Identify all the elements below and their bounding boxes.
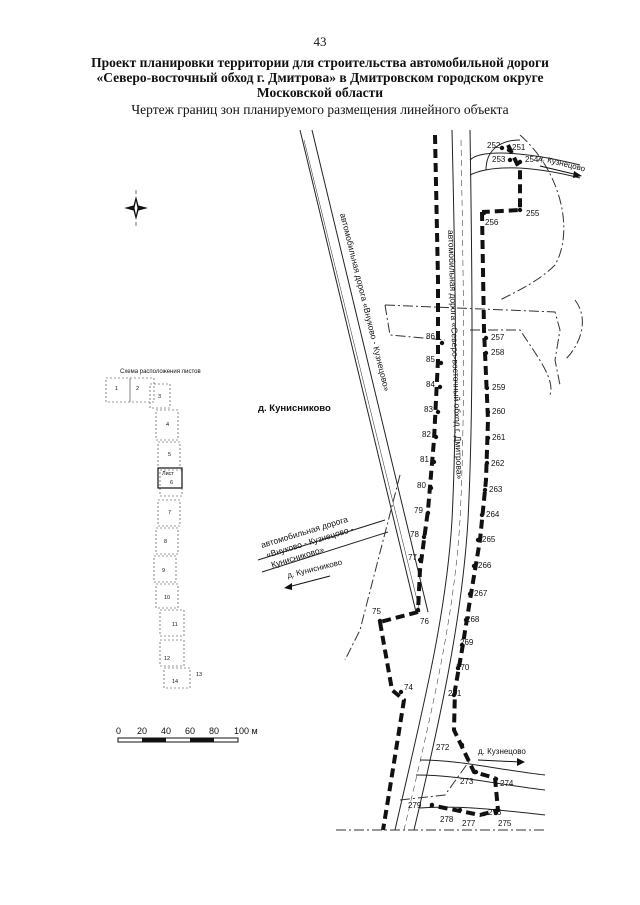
road-side-kunisnikovo xyxy=(257,519,389,573)
arrow-right-icon xyxy=(573,171,582,178)
point-label: 76 xyxy=(420,617,429,626)
point-label: 274 xyxy=(500,779,514,788)
sheet-number: 12 xyxy=(164,656,170,662)
point-labels-right: 252 251 253 254 256 255 257 258 259 260 … xyxy=(408,141,540,828)
point-label: 259 xyxy=(492,383,506,392)
compass-rose-icon xyxy=(124,190,148,226)
sheet-number: 3 xyxy=(158,394,161,400)
point-label: 75 xyxy=(372,607,381,616)
scale-bar: 0 20 40 60 80 100 м xyxy=(116,726,258,743)
point-label: 266 xyxy=(478,561,492,570)
sheet-number: 11 xyxy=(172,622,178,628)
sheet-number: 4 xyxy=(166,422,169,428)
point-label: 279 xyxy=(408,801,422,810)
sheet-number: 10 xyxy=(164,595,170,601)
sheet-number: 14 xyxy=(172,679,178,685)
scale-tick: 0 xyxy=(116,726,121,736)
point-label: 84 xyxy=(426,380,435,389)
point-label: 269 xyxy=(460,638,474,647)
point-label: 270 xyxy=(456,663,470,672)
sheet-scheme-title: Схема расположения листов xyxy=(120,369,201,375)
road-vnukovo-kuznetsovo xyxy=(299,129,429,613)
document-subtitle: Чертеж границ зон планируемого размещени… xyxy=(131,102,509,117)
point-label: 258 xyxy=(491,348,505,357)
point-label: 85 xyxy=(426,355,435,364)
point-label: 263 xyxy=(489,485,503,494)
point-label: 78 xyxy=(410,530,419,539)
point-label: 77 xyxy=(408,553,417,562)
sheet-number: 8 xyxy=(164,539,167,545)
point-label: 268 xyxy=(466,615,480,624)
point-label: 82 xyxy=(422,430,431,439)
point-label: 276 xyxy=(488,808,502,817)
point-label: 81 xyxy=(420,455,429,464)
scale-tick: 60 xyxy=(185,726,195,736)
point-label: 267 xyxy=(474,589,488,598)
road-bypass xyxy=(394,129,473,831)
label-village: д. Кунисниково xyxy=(258,403,331,414)
arrow-left-icon xyxy=(284,583,292,590)
area-boundaries xyxy=(336,134,583,831)
title-line-2: «Северо-восточный обход г. Дмитрова» в Д… xyxy=(96,70,544,85)
label-road-bypass: автомобильная дорога «Северо-восточный о… xyxy=(446,230,465,480)
point-label: 256 xyxy=(485,218,499,227)
sheet-number: 1 xyxy=(115,386,118,392)
sheet-number: 7 xyxy=(168,510,171,516)
sheet-scheme: Схема расположения листов 1 2 3 4 5 Лист… xyxy=(105,369,202,689)
sheet-current-label: Лист xyxy=(162,471,174,477)
document-title: Проект планировки территории для строите… xyxy=(60,55,580,100)
arrow-right-icon xyxy=(517,758,525,766)
point-label: 264 xyxy=(486,510,500,519)
point-label: 251 xyxy=(512,143,526,152)
label-road-vnukovo-north: автомобильная дорога «Внуково - Кузнецов… xyxy=(338,212,392,392)
planning-boundary-right xyxy=(429,144,522,818)
scale-tick: 20 xyxy=(137,726,147,736)
point-labels-left: 86 85 84 83 82 81 80 79 78 77 76 75 74 xyxy=(372,332,435,692)
point-label: 253 xyxy=(492,155,506,164)
point-label: 257 xyxy=(491,333,505,342)
point-label: 86 xyxy=(426,332,435,341)
title-line-3: Московской области xyxy=(256,85,384,100)
scale-tick: 100 м xyxy=(234,726,258,736)
sheet-number: 2 xyxy=(136,386,139,392)
point-label: 261 xyxy=(492,433,506,442)
point-label: 260 xyxy=(492,407,506,416)
road-bottom-kuznetsovo xyxy=(415,759,546,816)
planning-boundary-left xyxy=(378,134,440,831)
point-label: 254 xyxy=(525,155,539,164)
point-label: 80 xyxy=(417,481,426,490)
point-label: 79 xyxy=(414,506,423,515)
sheet-number: 13 xyxy=(196,672,202,678)
sheet-number: 6 xyxy=(170,480,173,486)
scale-tick: 40 xyxy=(161,726,171,736)
point-label: 271 xyxy=(448,689,462,698)
point-label: 262 xyxy=(491,459,505,468)
point-label: 252 xyxy=(487,141,501,150)
page-number: 43 xyxy=(313,34,327,49)
point-label: 278 xyxy=(440,815,454,824)
boundary-points xyxy=(377,145,523,817)
label-road-side: автомобильная дорога «Внуково - Кузнецов… xyxy=(260,514,355,570)
point-label: 265 xyxy=(482,535,496,544)
scale-tick: 80 xyxy=(209,726,219,736)
direction-kuznetsovo-bottom: д. Кузнецово xyxy=(477,747,526,766)
point-label: 273 xyxy=(460,777,474,786)
road-top-kuznetsovo xyxy=(469,139,581,179)
label-to-kuznetsovo-bottom: д. Кузнецово xyxy=(478,747,526,756)
point-label: 272 xyxy=(436,743,450,752)
point-label: 83 xyxy=(424,405,433,414)
point-label: 74 xyxy=(404,683,413,692)
title-line-1: Проект планировки территории для строите… xyxy=(91,55,549,70)
point-label: 275 xyxy=(498,819,512,828)
point-label: 277 xyxy=(462,819,476,828)
point-label: 255 xyxy=(526,209,540,218)
sheet-number: 9 xyxy=(162,568,165,574)
sheet-number: 5 xyxy=(168,452,171,458)
